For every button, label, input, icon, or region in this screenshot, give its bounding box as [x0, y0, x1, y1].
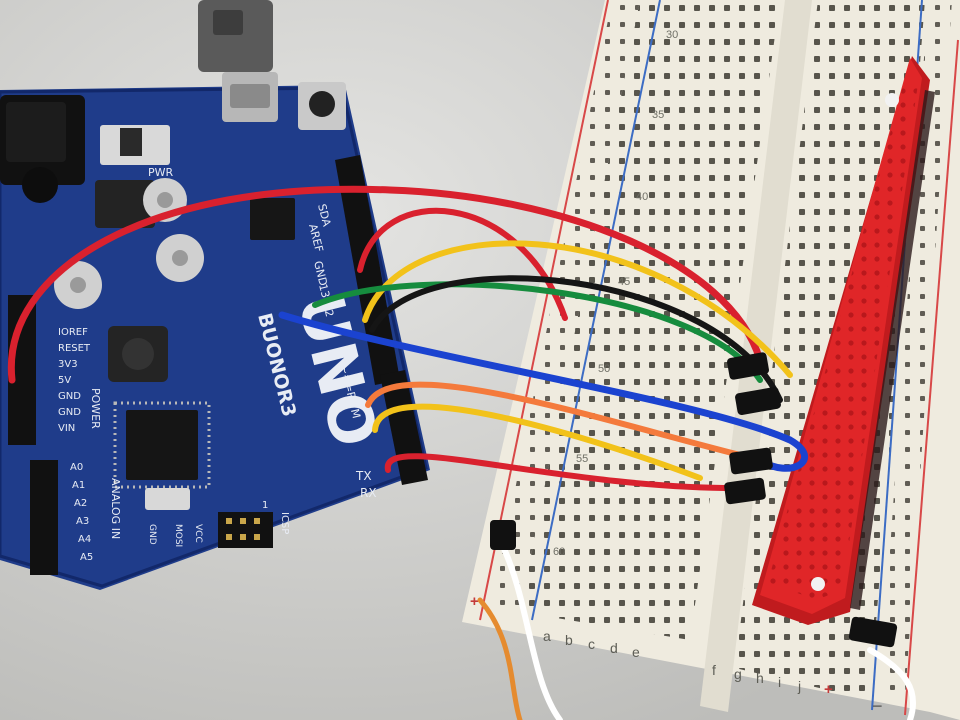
wire-black [369, 275, 783, 403]
wire-yellow-bottom [372, 403, 703, 481]
icsp-pin-label: GND [147, 524, 157, 545]
digital-header-top [335, 155, 400, 385]
icsp-pin-one: 1 [262, 500, 268, 511]
analog-pin-label: A4 [78, 534, 91, 545]
column-letter: a [543, 628, 551, 644]
header-label: VIN [58, 423, 75, 434]
voltage-regulator [95, 180, 155, 228]
icsp-pin-label: MOSI [173, 524, 183, 547]
row-number: 45 [618, 276, 630, 288]
wire-white-right [867, 647, 917, 720]
row-number: 50 [598, 363, 610, 375]
row-number: 55 [576, 453, 588, 465]
jumper-wires [7, 185, 917, 720]
arduino-board: UNO BUONOR3 ~#=PWM TX RX PWR SDA AREF GN… [0, 0, 430, 590]
analog-pin-label: A1 [72, 480, 85, 491]
rail-plus-left: + [470, 593, 479, 610]
column-letter: c [588, 636, 595, 652]
tx-label: TX [355, 469, 372, 483]
wire-yellow-top [362, 240, 793, 378]
column-letter: d [610, 640, 618, 656]
module-mount-hole [811, 577, 825, 591]
wire-red-bottom [384, 453, 748, 492]
header-label: IOREF [58, 327, 88, 338]
microcontroller-chip [126, 410, 198, 480]
wire-blue [278, 311, 809, 472]
jumper-housings [490, 352, 898, 648]
rail-minus-right: − [872, 696, 883, 716]
header-label: RESET [58, 343, 91, 354]
usb-interface-chip [250, 198, 295, 240]
rail-plus-right: + [824, 681, 833, 698]
wire-orange-left [477, 597, 523, 720]
analog-pin-label: A3 [76, 516, 89, 527]
wire-green [312, 281, 763, 383]
row-number: 40 [636, 191, 648, 203]
power-section-label: POWER [89, 388, 102, 429]
analog-pin-label: A2 [74, 498, 87, 509]
sda-label: SDA [315, 203, 333, 229]
reset-button [298, 82, 346, 130]
wire-white-left [497, 537, 563, 720]
icsp-pin-label: VCC [193, 524, 203, 543]
column-letter: e [632, 644, 640, 660]
column-letter: g [734, 666, 742, 682]
column-letter: j [797, 678, 801, 694]
dc-power-jack [0, 95, 85, 203]
rail-line-red-right [904, 39, 959, 716]
header-label: GND [58, 407, 81, 418]
wire-red-short [357, 207, 568, 321]
row-number: 35 [652, 109, 664, 121]
gnd-label: GND [311, 260, 330, 288]
column-letter: f [712, 662, 716, 678]
wire-red-top [7, 185, 764, 384]
pin-13-label: 13 [316, 283, 332, 300]
column-letter: b [565, 632, 573, 648]
red-module [752, 56, 935, 625]
header-label: GND [58, 391, 81, 402]
analog-pin-label: A0 [70, 462, 83, 473]
analog-header [30, 460, 58, 575]
rail-line-blue-left [531, 0, 661, 621]
row-number: 60 [553, 546, 565, 558]
header-label: 3V3 [58, 359, 78, 370]
capacitor [156, 234, 204, 282]
rail-line-red-left [479, 0, 609, 621]
column-letter: i [778, 674, 781, 690]
crystal [145, 488, 190, 510]
icsp-header [218, 512, 273, 548]
usb-connector [198, 0, 278, 122]
rx-label: RX [360, 486, 377, 500]
pwr-label: PWR [148, 166, 174, 179]
capacitor [54, 261, 102, 309]
analog-pin-label: A5 [80, 552, 93, 563]
icsp-label: ICSP [279, 512, 290, 534]
wire-orange [365, 381, 743, 458]
module-mount-hole [885, 93, 899, 107]
analog-section-label: ANALOG IN [109, 478, 122, 539]
column-letter: h [756, 670, 764, 686]
row-number: 30 [666, 29, 678, 41]
pin-12-label: 12 [320, 302, 336, 319]
header-label: 5V [58, 375, 71, 386]
